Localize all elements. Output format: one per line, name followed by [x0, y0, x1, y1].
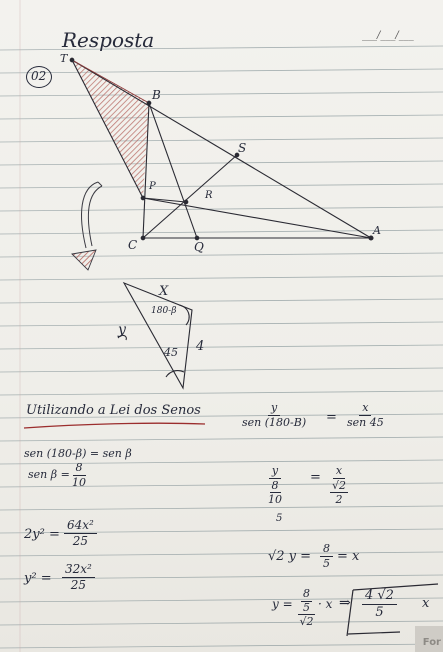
- eq1-8: 8: [269, 478, 281, 493]
- law-ratio-sen45: sen 45: [347, 415, 384, 429]
- rotation-arrow-sketch: [81, 181, 103, 249]
- label-P: P: [149, 181, 156, 192]
- question-number-circle: [26, 66, 52, 88]
- label-S: S: [238, 141, 247, 155]
- step-line2-left: sen β =: [28, 468, 70, 481]
- label-R: R: [205, 190, 213, 201]
- eq3-num-group: 8 5: [298, 587, 315, 616]
- step-line4-den: 25: [70, 577, 87, 592]
- eq3-result-den: 5: [375, 604, 384, 620]
- eq1-den-group: 8 10: [268, 479, 282, 506]
- eq2-left: √2 y =: [268, 549, 312, 564]
- step-line3-den: 25: [72, 533, 89, 548]
- eq1-2: 2: [335, 492, 343, 506]
- question-number: 02: [31, 69, 47, 83]
- small-hatched-triangle: [71, 249, 97, 271]
- step-line3-left: 2y² =: [24, 527, 60, 542]
- small-tri-x: X: [159, 284, 169, 299]
- eq1-right-frac: x √2 2: [330, 464, 349, 506]
- law-ratio-right: x sen 45: [347, 401, 384, 429]
- label-B: B: [152, 88, 161, 102]
- small-tri-angle-bottom: 45: [164, 346, 178, 359]
- eq1-y: y: [268, 464, 282, 479]
- step-line2-den: 10: [72, 475, 86, 489]
- heading-underline: [23, 422, 206, 429]
- law-ratio-equals: =: [326, 410, 337, 425]
- law-ratio-y: y: [267, 401, 281, 416]
- eq3-root2: √2: [299, 615, 314, 629]
- eq3-8: 8: [301, 587, 312, 602]
- eq2-right: = x: [337, 549, 360, 564]
- step-line3-frac: 64x² 25: [64, 518, 97, 548]
- small-tri-side-right: 4: [196, 339, 205, 354]
- eq1-10: 10: [268, 492, 282, 506]
- eq1-5: 5: [276, 513, 283, 524]
- eq3-5: 5: [303, 600, 310, 614]
- step-line3-num: 64x²: [64, 518, 97, 534]
- label-A: A: [373, 224, 381, 237]
- small-tri-angle-top: 180-β: [151, 306, 177, 316]
- step-line2-frac: 8 10: [72, 461, 86, 489]
- header-title: Resposta: [62, 28, 155, 52]
- eq3-result-frac: 4 √2 5: [362, 588, 397, 621]
- law-ratio-x: x: [359, 401, 372, 416]
- corner-label: For: [415, 626, 443, 652]
- law-ratio-left: y sen (180-B): [242, 401, 307, 429]
- eq3-arrow: ⇒: [339, 595, 351, 611]
- eq1-x: x: [332, 464, 346, 479]
- eq2-num: 8: [320, 542, 333, 557]
- eq3-result-x: x: [422, 596, 430, 611]
- eq3-result-num: 4 √2: [362, 588, 397, 605]
- step-line1: sen (180-β) = sen β: [24, 447, 132, 460]
- small-tri-side-left: y: [118, 322, 126, 338]
- label-C: C: [128, 238, 138, 252]
- label-T: T: [60, 52, 68, 65]
- eq1-left-frac: y 8 10: [268, 464, 282, 506]
- header-date: ___/___/___: [362, 30, 414, 41]
- step-line4-num: 32x²: [62, 562, 95, 578]
- step-line4-frac: 32x² 25: [62, 562, 95, 592]
- eq1-equals: =: [310, 470, 321, 485]
- step-line2-num: 8: [72, 461, 86, 476]
- law-ratio-sen-180-b: sen (180-B): [242, 415, 307, 429]
- law-heading: Utilizando a Lei dos Senos: [26, 403, 201, 418]
- eq2-den: 5: [323, 556, 330, 570]
- small-triangle-figure: [117, 281, 193, 390]
- eq3-frac: 8 5 √2: [298, 587, 315, 629]
- eq3-times-x: · x: [318, 597, 333, 611]
- label-Q: Q: [194, 240, 204, 254]
- eq3-left: y =: [272, 597, 293, 611]
- eq1-right-den: √2 2: [330, 478, 349, 506]
- main-geometry-figure: [69, 57, 374, 241]
- step-line4-left: y² =: [24, 571, 52, 586]
- eq1-root2: √2: [330, 478, 349, 493]
- eq2-frac: 8 5: [320, 542, 333, 570]
- result-bracket: [346, 583, 439, 637]
